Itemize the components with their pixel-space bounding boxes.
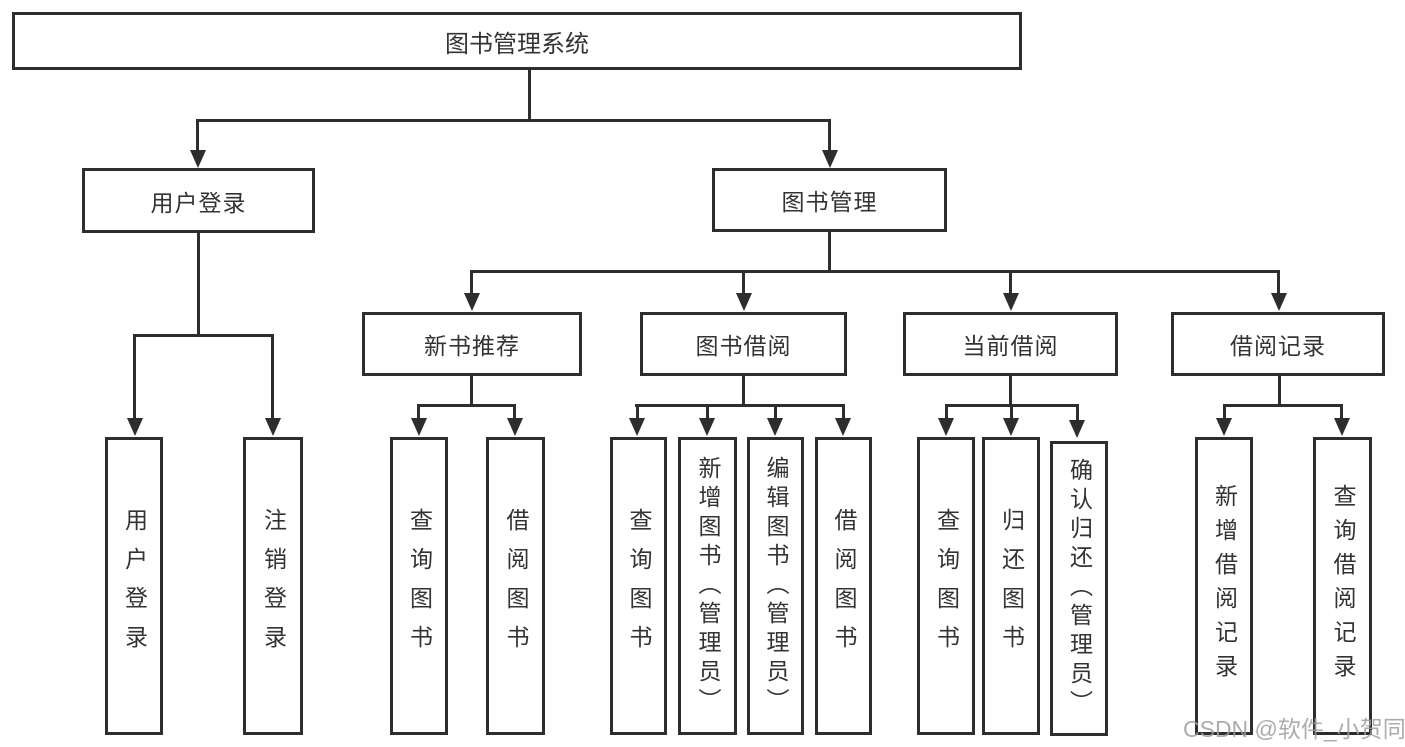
leaf-label: 借阅图书 xyxy=(831,508,857,664)
leaf-query-books: 查询图书 xyxy=(390,437,448,735)
connector-line xyxy=(417,404,420,419)
connector-line xyxy=(1278,376,1281,406)
leaf-query-borrow-record: 查询借阅记录 xyxy=(1313,437,1372,735)
leaf-label: 查询图书 xyxy=(406,508,433,664)
leaf-borrow-books: 借阅图书 xyxy=(815,437,872,735)
connector-line xyxy=(945,404,948,419)
arrow-down-icon xyxy=(127,418,143,436)
connector-line xyxy=(1009,376,1012,406)
arrow-down-icon xyxy=(507,418,523,436)
node-book-management: 图书管理 xyxy=(712,168,947,232)
leaf-return-books: 归还图书 xyxy=(982,437,1040,735)
leaf-query-books: 查询图书 xyxy=(917,437,975,735)
arrow-down-icon xyxy=(1069,420,1085,438)
leaf-label: 新增图书（管理员） xyxy=(695,455,721,717)
arrow-down-icon xyxy=(736,293,752,311)
leaf-label: 新增借阅记录 xyxy=(1211,484,1238,688)
arrow-down-icon xyxy=(265,418,281,436)
leaf-label: 查询借阅记录 xyxy=(1330,484,1356,688)
connector-line xyxy=(706,404,709,419)
leaf-confirm-return-admin: 确认归还（管理员） xyxy=(1050,441,1108,736)
connector-line xyxy=(470,270,473,294)
root-box-library-system: 图书管理系统 xyxy=(12,12,1022,70)
node-book-borrow: 图书借阅 xyxy=(640,312,847,376)
connector-line xyxy=(1340,404,1343,419)
node-label: 图书借阅 xyxy=(695,333,792,359)
node-label: 借阅记录 xyxy=(1230,333,1326,359)
connector-line xyxy=(1223,404,1226,419)
node-label: 新书推荐 xyxy=(424,333,520,359)
arrow-down-icon xyxy=(411,418,427,436)
leaf-add-books-admin: 新增图书（管理员） xyxy=(678,437,737,735)
leaf-label: 编辑图书（管理员） xyxy=(763,455,789,717)
leaf-label: 归还图书 xyxy=(998,508,1025,664)
arrow-down-icon xyxy=(629,418,645,436)
node-label: 当前借阅 xyxy=(962,333,1059,359)
leaf-add-borrow-record: 新增借阅记录 xyxy=(1195,437,1253,735)
arrow-down-icon xyxy=(699,418,715,436)
connector-line xyxy=(742,376,745,406)
leaf-label: 用户登录 xyxy=(121,508,148,664)
connector-line xyxy=(470,376,473,406)
connector-line xyxy=(133,334,274,337)
node-current-borrow: 当前借阅 xyxy=(903,312,1118,376)
connector-line xyxy=(742,270,745,294)
connector-line xyxy=(197,232,200,336)
connector-line xyxy=(1009,270,1012,294)
connector-line xyxy=(828,119,831,151)
connector-line xyxy=(1223,404,1342,407)
arrow-down-icon xyxy=(1003,418,1019,436)
arrow-down-icon xyxy=(1003,293,1019,311)
connector-line xyxy=(196,119,831,122)
connector-line xyxy=(133,334,136,419)
node-label: 图书管理 xyxy=(781,189,878,215)
connector-line xyxy=(636,404,639,419)
arrow-down-icon xyxy=(822,150,838,168)
connector-line xyxy=(271,334,274,419)
leaf-label: 确认归还（管理员） xyxy=(1066,458,1093,719)
node-user-login: 用户登录 xyxy=(82,168,315,233)
leaf-logout: 注销登录 xyxy=(243,437,303,735)
connector-line xyxy=(417,404,516,407)
leaf-label: 借阅图书 xyxy=(503,508,529,664)
arrow-down-icon xyxy=(1271,293,1287,311)
arrow-down-icon xyxy=(835,418,851,436)
root-label: 图书管理系统 xyxy=(445,30,589,58)
node-new-book-recommend: 新书推荐 xyxy=(362,312,582,376)
arrow-down-icon xyxy=(767,418,783,436)
node-label: 用户登录 xyxy=(150,189,247,216)
connector-line xyxy=(635,404,845,407)
connector-line xyxy=(774,404,777,419)
arrow-down-icon xyxy=(464,293,480,311)
connector-line xyxy=(828,232,831,272)
leaf-edit-books-admin: 编辑图书（管理员） xyxy=(747,437,804,735)
connector-line xyxy=(1076,404,1079,421)
arrow-down-icon xyxy=(1334,418,1350,436)
connector-line xyxy=(470,270,1280,273)
leaf-label: 查询图书 xyxy=(933,508,960,664)
connector-line xyxy=(513,404,516,419)
csdn-watermark: CSDN @软件_小贺同学 xyxy=(1183,716,1405,742)
arrow-down-icon xyxy=(938,418,954,436)
arrow-down-icon xyxy=(190,150,206,168)
connector-line xyxy=(1277,270,1280,294)
leaf-user-login: 用户登录 xyxy=(105,437,163,735)
connector-line xyxy=(528,69,531,120)
leaf-query-books: 查询图书 xyxy=(610,437,667,735)
leaf-label: 注销登录 xyxy=(260,508,287,664)
connector-line xyxy=(1010,404,1013,419)
node-borrow-records: 借阅记录 xyxy=(1171,312,1385,376)
arrow-down-icon xyxy=(1216,418,1232,436)
connector-line xyxy=(196,119,199,151)
leaf-borrow-books: 借阅图书 xyxy=(486,437,545,735)
connector-line xyxy=(842,404,845,419)
leaf-label: 查询图书 xyxy=(626,508,652,664)
